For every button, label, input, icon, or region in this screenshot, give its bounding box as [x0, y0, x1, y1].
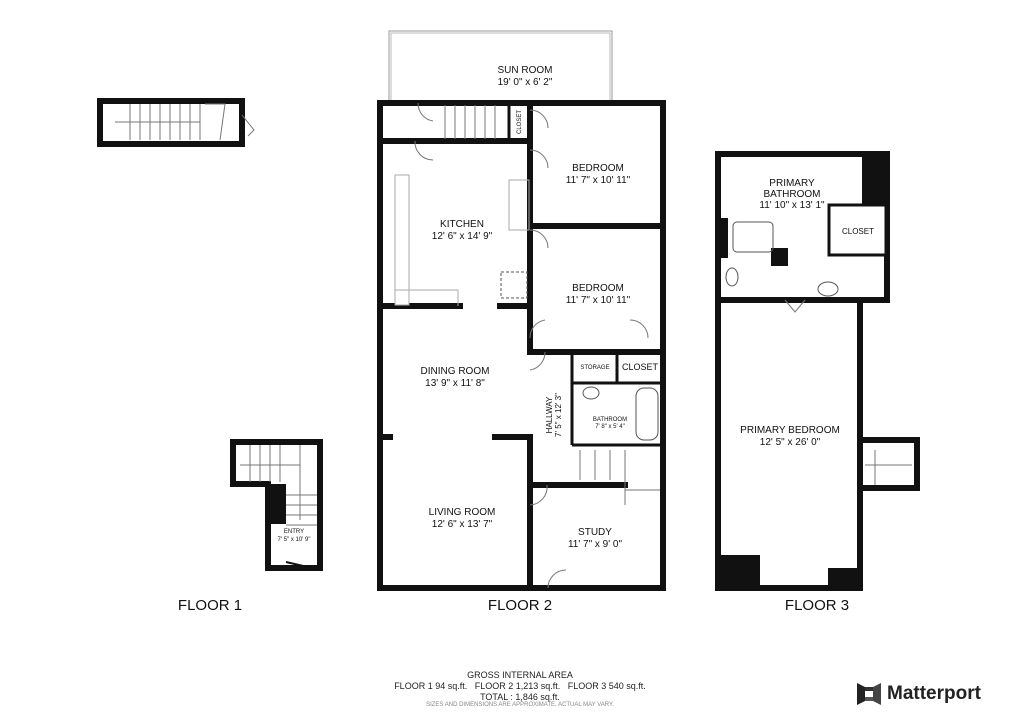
floor1-stair-top [97, 98, 255, 147]
floor2-walls [377, 30, 666, 591]
room-label-closet-f2: CLOSET [622, 362, 659, 372]
floor1-label: FLOOR 1 [178, 597, 242, 614]
room-label-closet-f3: CLOSET [842, 227, 874, 236]
gross-area-title: GROSS INTERNAL AREA [467, 670, 573, 680]
room-dims-hallway: 7' 5" x 12' 3" [554, 393, 563, 437]
room-dims-sun-room: 19' 0" x 6' 2" [498, 77, 553, 88]
room-label-kitchen: KITCHEN [440, 219, 484, 230]
room-dims-entry: 7' 5" x 10' 9" [278, 537, 311, 543]
floor1-entry: ENTRY 7' 5" x 10' 9" [230, 439, 323, 571]
room-label-living-room: LIVING ROOM [429, 507, 496, 518]
floor3-label: FLOOR 3 [785, 597, 849, 614]
room-label-hallway: HALLWAY [545, 396, 554, 433]
room-label-study: STUDY [578, 527, 612, 538]
room-label-bedroom-2: BEDROOM [572, 283, 624, 294]
floor-areas: FLOOR 1 94 sq.ft. FLOOR 2 1,213 sq.ft. F… [394, 681, 646, 691]
total-area: TOTAL : 1,846 sq.ft. [480, 692, 560, 702]
brand-name: Matterport [887, 683, 981, 704]
brand-logo: Matterport [857, 683, 981, 705]
room-dims-primary-bedroom: 12' 5" x 26' 0" [760, 437, 821, 448]
room-label-primary-bathroom-line1: PRIMARY [769, 178, 815, 189]
room-label-primary-bathroom-line2: BATHROOM [763, 189, 820, 200]
room-label-dining-room: DINING ROOM [421, 366, 490, 377]
room-label-primary-bedroom: PRIMARY BEDROOM [740, 425, 840, 436]
floor3-walls [715, 151, 920, 591]
room-label-closet-upper: CLOSET [517, 110, 523, 134]
room-dims-bedroom-2: 11' 7" x 10' 11" [566, 295, 631, 306]
disclaimer: SIZES AND DIMENSIONS ARE APPROXIMATE, AC… [426, 702, 614, 708]
matterport-logo-icon [857, 683, 881, 705]
room-dims-dining-room: 13' 9" x 11' 8" [425, 378, 485, 389]
room-label-entry: ENTRY [284, 529, 304, 535]
room-dims-living-room: 12' 6" x 13' 7" [432, 519, 493, 530]
room-dims-bedroom-1: 11' 7" x 10' 11" [566, 175, 631, 186]
room-label-storage: STORAGE [580, 365, 609, 371]
room-label-sun-room: SUN ROOM [498, 65, 553, 76]
room-dims-primary-bathroom: 11' 10" x 13' 1" [759, 200, 825, 211]
room-dims-kitchen: 12' 6" x 14' 9" [432, 231, 493, 242]
room-dims-bathroom: 7' 8" x 5' 4" [595, 424, 625, 430]
room-label-bathroom: BATHROOM [593, 417, 627, 423]
floor2-label: FLOOR 2 [488, 597, 552, 614]
room-label-bedroom-1: BEDROOM [572, 163, 624, 174]
room-dims-study: 11' 7" x 9' 0" [568, 539, 623, 550]
